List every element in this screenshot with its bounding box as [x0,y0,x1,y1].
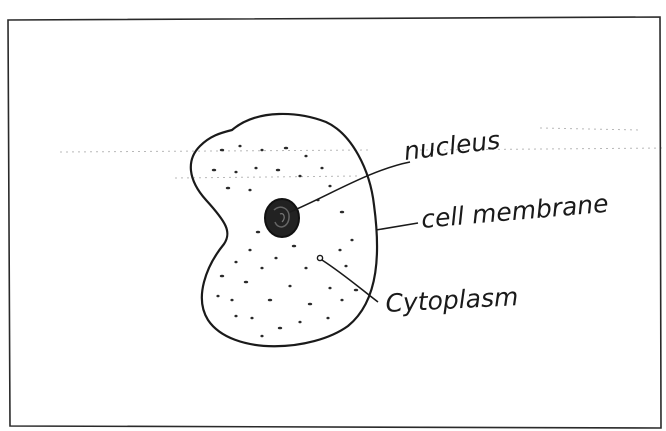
cytoplasm-granule [226,187,230,190]
frame-border [8,17,661,428]
cytoplasm-granules [212,145,358,338]
cytoplasm-granule [298,175,301,178]
cytoplasm-granule [304,267,307,270]
cytoplasm-granule [278,327,282,330]
cytoplasm-granule [248,189,251,192]
cytoplasm-granule [328,287,331,290]
cytoplasm-granule [216,295,219,298]
cytoplasm-granule [234,171,237,174]
cytoplasm-granule [260,335,263,338]
cytoplasm-granule [238,145,241,148]
cytoplasm-granule [244,281,248,284]
cytoplasm-granule [220,149,224,152]
cytoplasm-pointer-dot [317,255,322,260]
cytoplasm-granule [354,289,358,292]
cytoplasm-granule [230,299,233,302]
scan-artifacts [60,128,666,178]
label-cell-membrane: cell membrane [420,189,610,234]
cytoplasm-granule [260,267,263,270]
cytoplasm-granule [268,299,272,302]
cytoplasm-granule [212,169,216,172]
cytoplasm-granule [260,149,263,152]
cytoplasm-granule [338,249,341,252]
label-nucleus: nucleus [402,125,501,166]
cytoplasm-granule [254,167,257,170]
cytoplasm-granule [256,231,260,234]
cytoplasm-granule [274,257,277,260]
cytoplasm-granule [248,249,251,252]
cytoplasm-granule [350,239,353,242]
cytoplasm-granule [340,211,344,214]
cytoplasm-granule [304,155,307,158]
cytoplasm-granule [276,169,280,172]
label-cytoplasm: Cytoplasm [385,282,519,318]
cytoplasm-granule [288,285,291,288]
cytoplasm-granule [234,315,237,318]
cytoplasm-granule [284,147,288,150]
cytoplasm-granule [220,275,224,278]
cell-membrane-leader-line [376,223,418,230]
cytoplasm-granule [308,303,312,306]
cytoplasm-granule [326,317,329,320]
cytoplasm-leader-line [322,260,378,302]
cytoplasm-granule [320,167,323,170]
cytoplasm-granule [250,317,253,320]
cytoplasm-granule [344,265,347,268]
cytoplasm-granule [340,299,343,302]
nucleus [265,199,299,237]
nucleus-leader-line [290,162,410,212]
cytoplasm-granule [234,261,237,264]
cytoplasm-granule [292,245,296,248]
cytoplasm-granule [328,185,331,188]
cytoplasm-granule [298,321,301,324]
